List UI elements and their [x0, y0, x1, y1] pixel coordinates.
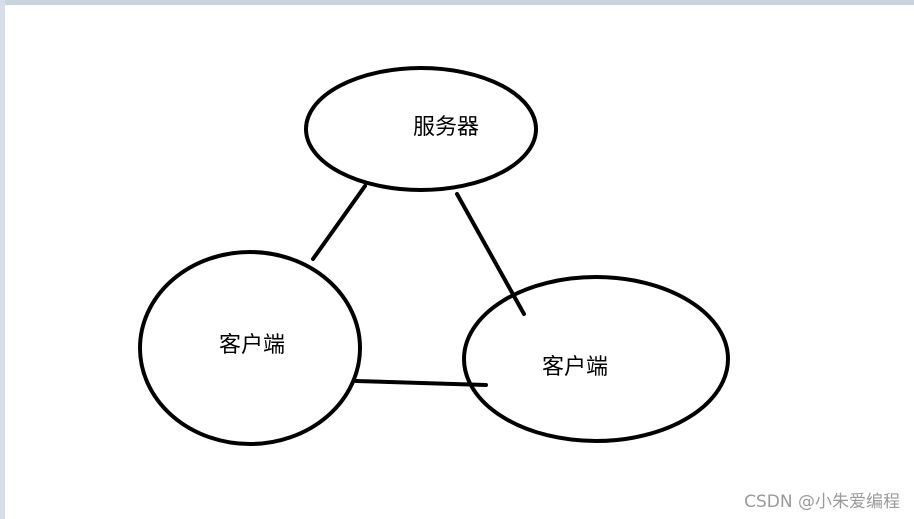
node-client-right: 客户端	[462, 275, 730, 443]
node-client-left: 客户端	[138, 250, 362, 446]
csdn-watermark: CSDN @小朱爱编程	[744, 492, 900, 512]
node-server: 服务器	[304, 66, 538, 192]
window-top-edge	[0, 0, 914, 5]
edge-client-left-client-right	[354, 379, 488, 387]
edge-server-client-left	[311, 184, 367, 261]
node-server-label: 服务器	[413, 115, 479, 140]
node-client-right-label: 客户端	[542, 355, 608, 380]
window-left-edge	[0, 0, 5, 519]
node-client-left-shape	[138, 250, 362, 446]
node-server-shape	[304, 66, 538, 192]
node-client-right-shape	[462, 275, 730, 443]
node-client-left-label: 客户端	[219, 333, 285, 358]
